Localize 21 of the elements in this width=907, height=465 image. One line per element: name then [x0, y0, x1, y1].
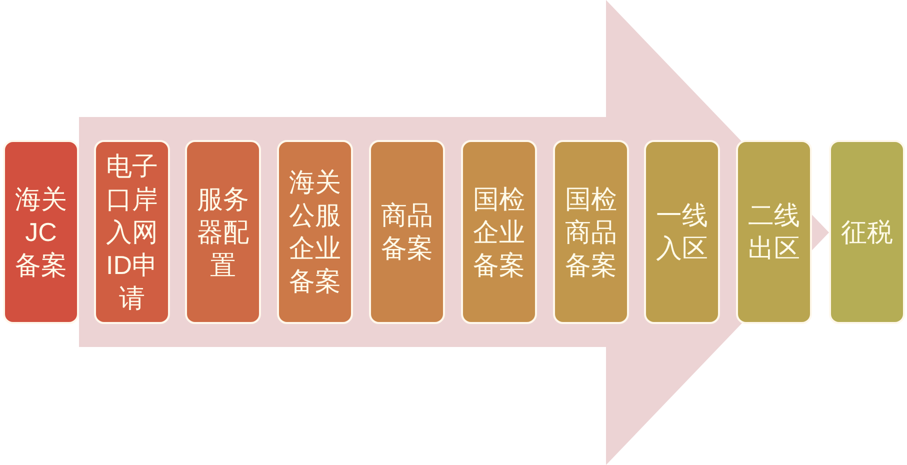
box-label: 国检商品备案	[564, 182, 618, 282]
box-label: 海关JC备案	[14, 182, 68, 282]
box-label: 商品备案	[380, 199, 434, 265]
process-box	[369, 140, 445, 324]
process-box	[553, 140, 629, 324]
box-label: 国检企业备案	[472, 182, 526, 282]
block-arrow	[79, 0, 829, 465]
box-label: 电子口岸入网ID申请	[105, 150, 159, 314]
process-box	[94, 140, 170, 324]
box-label: 服务器配置	[196, 182, 250, 282]
box-label: 二线出区	[747, 199, 801, 265]
process-box	[277, 140, 353, 324]
box-label: 海关公服企业备案	[288, 166, 342, 298]
box-label: 征税	[840, 216, 894, 248]
process-box	[185, 140, 261, 324]
box-label: 一线入区	[655, 199, 709, 265]
process-box	[461, 140, 537, 324]
process-box	[829, 140, 905, 324]
process-box	[644, 140, 720, 324]
process-box	[736, 140, 812, 324]
process-box	[3, 140, 79, 324]
